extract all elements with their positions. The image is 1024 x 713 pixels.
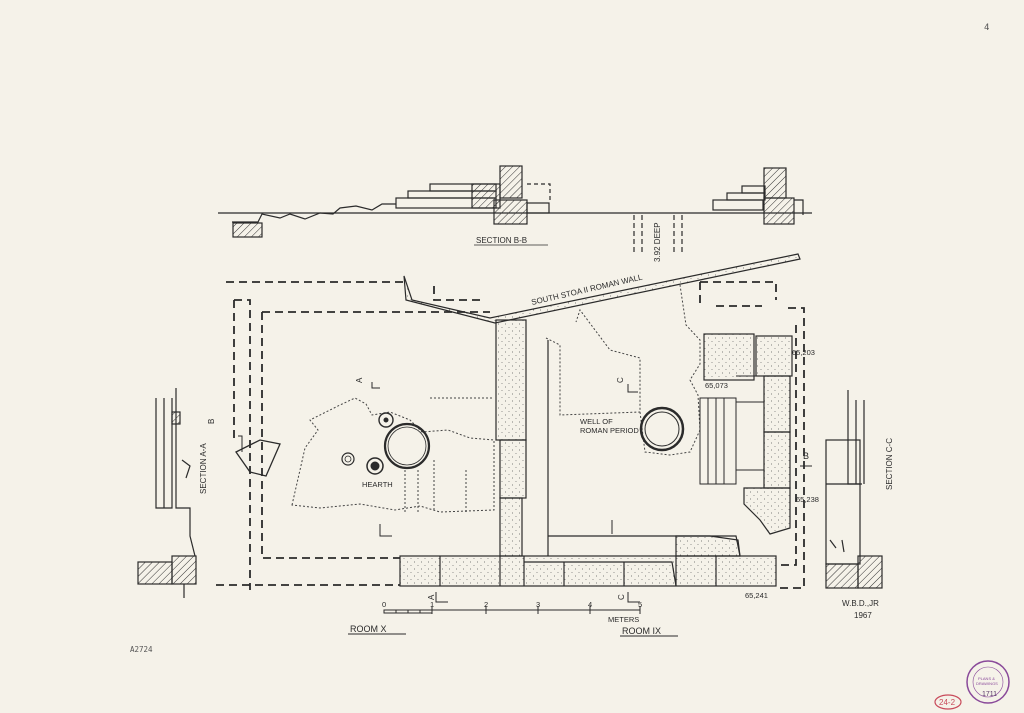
svg-text:PLANS &: PLANS & (978, 676, 995, 681)
well-label-line2: ROMAN PERIOD (580, 426, 639, 435)
scale-tick-1: 1 (430, 600, 434, 609)
inv-65203: 65,203 (792, 348, 815, 357)
steps (699, 375, 764, 485)
section-markers (238, 382, 812, 603)
inv-65241: 65,241 (745, 591, 768, 600)
stamp-number: 1711 (982, 691, 997, 698)
scale-tick-2: 2 (484, 600, 488, 609)
corner-mark: 4 (984, 23, 989, 33)
marker-c-upper: C (616, 377, 625, 383)
marker-b-left: B (207, 419, 216, 424)
section-cc-label: SECTION C-C (885, 438, 894, 490)
scale-tick-4: 4 (588, 600, 592, 609)
room-x-label: ROOM X (350, 624, 387, 634)
section-aa-label: SECTION A-A (199, 443, 208, 494)
scale-unit: METERS (608, 615, 639, 624)
well-label-line1: WELL OF (580, 417, 613, 426)
stone-walls (399, 319, 793, 587)
stone-fragment (235, 439, 281, 477)
depth-label: 3.92 DEEP (653, 222, 662, 262)
inv-65238: 65,238 (796, 495, 819, 504)
south-stoa-wall (403, 253, 801, 324)
stamp-sticker: 24-2 (939, 698, 956, 707)
dashed-outlines (216, 281, 805, 590)
inv-65073: 65,073 (705, 381, 728, 390)
excavation-stamp: PLANS & DRAWINGS 1711 (966, 660, 1010, 704)
marker-a-upper: A (355, 377, 364, 383)
room-ix-label: ROOM IX (622, 626, 661, 636)
drawing-year: 1967 (854, 611, 872, 620)
marker-b-right: B (803, 451, 809, 461)
hearth-label: HEARTH (362, 480, 393, 489)
section-bb (218, 165, 812, 255)
roman-well (639, 406, 685, 452)
drafter-initials: W.B.D.,JR (842, 599, 879, 608)
marker-a-lower: A (427, 594, 436, 600)
archive-number: A2724 (130, 645, 153, 654)
section-cc (825, 390, 883, 589)
marker-c-lower: C (617, 594, 626, 600)
scale-tick-5: 5 (638, 600, 642, 609)
section-aa (137, 388, 197, 598)
scale-tick-3: 3 (536, 600, 540, 609)
scale-bar (348, 606, 678, 637)
scale-tick-0: 0 (382, 600, 386, 609)
section-bb-label: SECTION B-B (476, 236, 527, 245)
hearth-features (341, 412, 431, 475)
svg-text:DRAWINGS: DRAWINGS (976, 681, 998, 686)
